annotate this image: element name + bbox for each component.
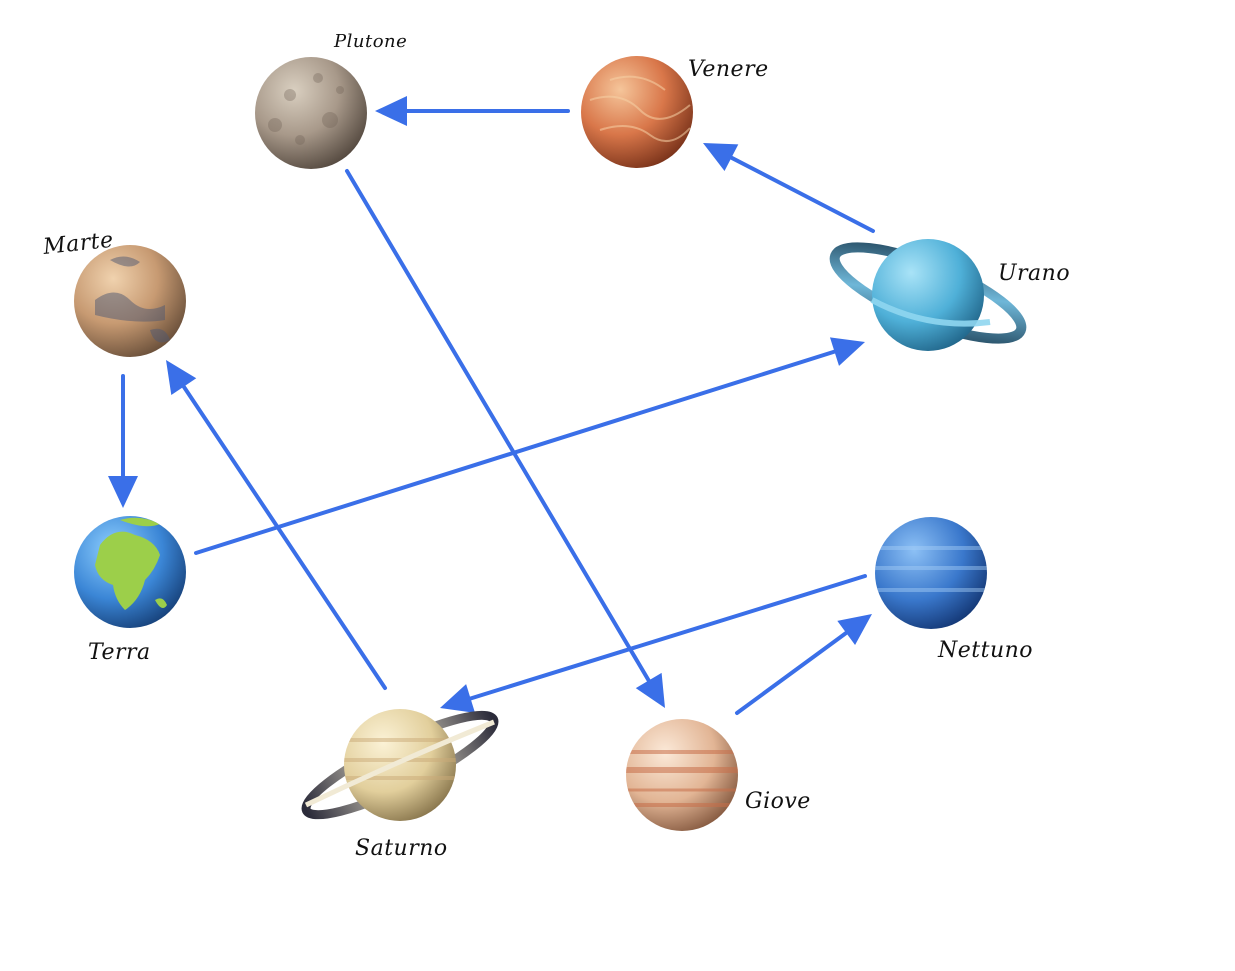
jupiter-planet-icon — [626, 719, 738, 831]
arrows-layer — [108, 96, 875, 715]
label-saturno: Saturno — [355, 836, 448, 861]
saturn-planet-icon — [301, 709, 499, 821]
arrow-head — [703, 143, 739, 172]
arrow-marte-to-terra — [108, 374, 138, 508]
arrow-urano-to-venere — [703, 143, 875, 233]
arrow-shaft — [735, 630, 849, 715]
arrow-terra-to-urano — [194, 337, 865, 555]
pluto-planet-icon — [255, 57, 367, 169]
label-urano: Urano — [998, 261, 1070, 286]
arrow-saturno-to-marte — [166, 360, 387, 690]
arrow-nettuno-to-saturno — [440, 574, 867, 713]
arrow-head — [635, 672, 665, 708]
venus-planet-icon — [581, 56, 693, 168]
arrow-shaft — [194, 349, 837, 555]
arrow-shaft — [729, 155, 875, 233]
arrow-head — [166, 360, 197, 395]
uranus-planet-icon — [829, 239, 1027, 351]
label-venere: Venere — [688, 57, 769, 82]
label-nettuno: Nettuno — [937, 638, 1033, 663]
mars-planet-icon — [74, 245, 186, 357]
arrow-giove-to-nettuno — [735, 614, 872, 715]
label-terra: Terra — [88, 640, 151, 665]
arrow-shaft — [468, 574, 867, 701]
arrow-shaft — [345, 169, 651, 683]
arrow-head — [837, 614, 872, 646]
arrow-head — [108, 476, 138, 508]
arrow-venere-to-plutone — [375, 96, 570, 126]
neptune-planet-icon — [875, 517, 987, 629]
arrow-head — [375, 96, 407, 126]
label-giove: Giove — [745, 789, 811, 814]
arrow-shaft — [181, 384, 387, 690]
earth-planet-icon — [74, 516, 186, 628]
arrow-head — [440, 684, 476, 713]
label-plutone: Plutone — [333, 31, 407, 52]
arrow-head — [829, 337, 865, 366]
arrow-plutone-to-giove — [345, 169, 665, 708]
